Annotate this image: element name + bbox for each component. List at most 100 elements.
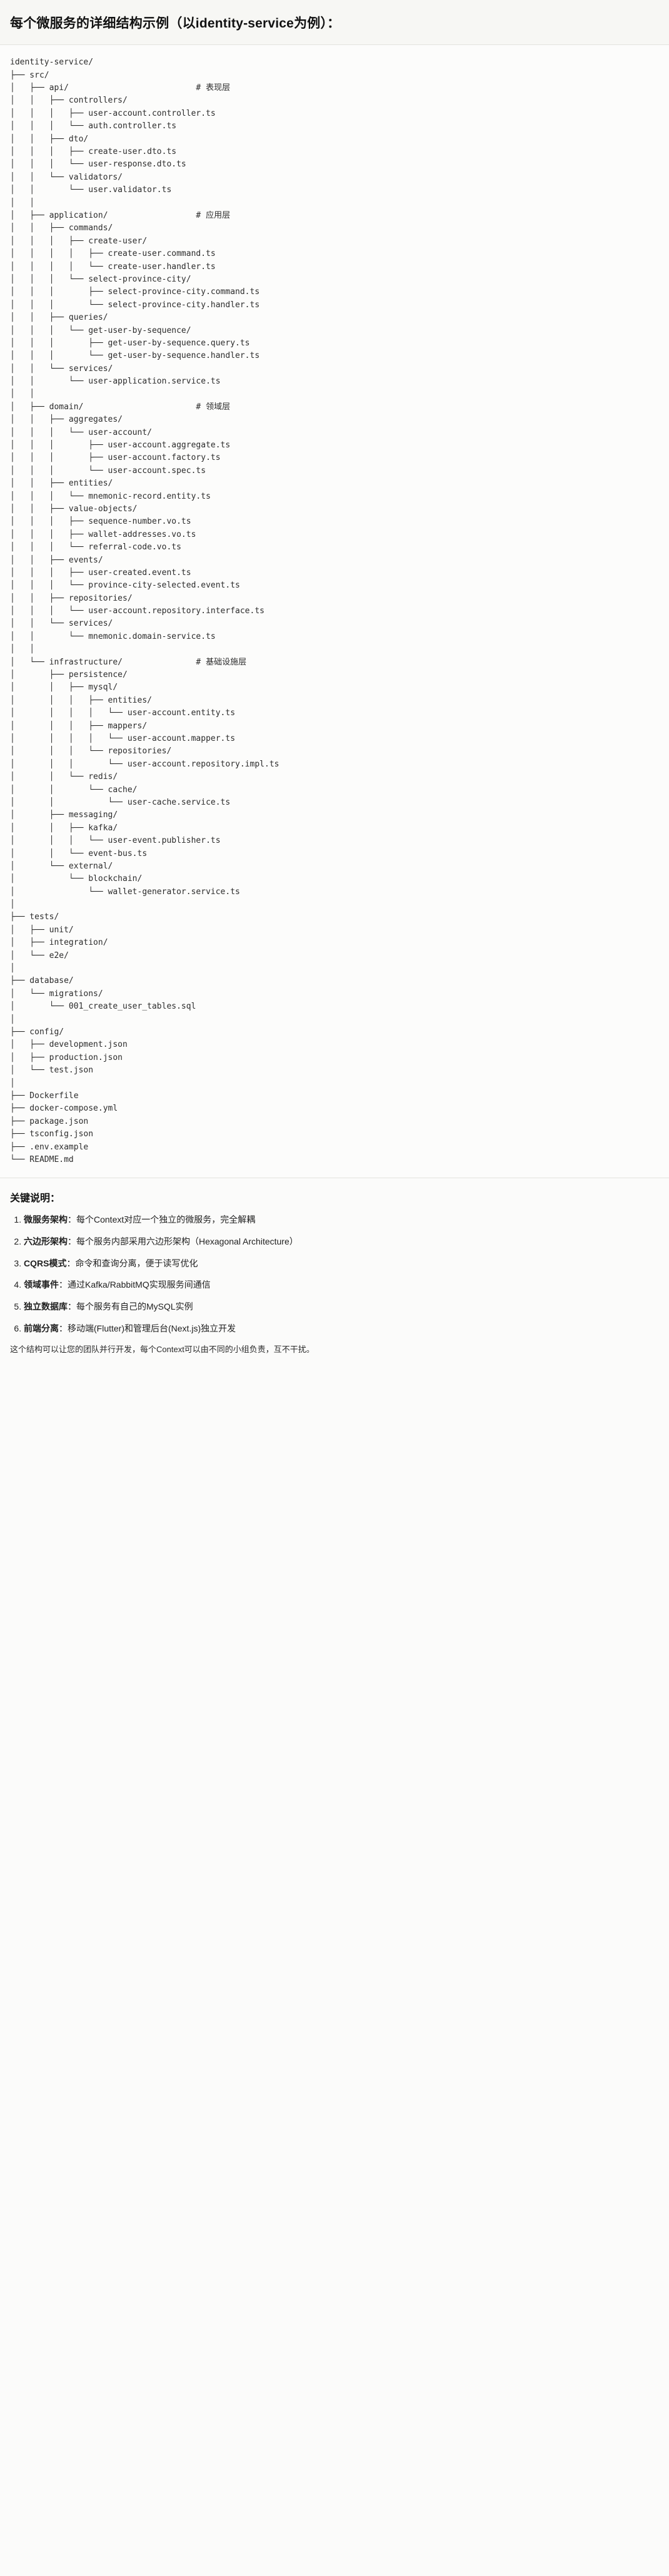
tree-line: ├── src/	[10, 70, 49, 80]
tree-line: │ ├── application/ # 应用层	[10, 210, 231, 220]
tree-line: ├── database/	[10, 976, 74, 986]
tree-line: │ │ │ └── select-province-city/	[10, 274, 191, 284]
tree-line: │ │ │ │ ├── create-user.command.ts	[10, 249, 216, 259]
tree-line: │ └── test.json	[10, 1066, 94, 1076]
tree-line: │ │ ├── commands/	[10, 223, 113, 233]
key-note-term: 领域事件	[24, 1280, 59, 1290]
key-note-description: ：通过Kafka/RabbitMQ实现服务间通信	[59, 1280, 211, 1290]
tree-line: │ │ └── cache/	[10, 785, 138, 795]
tree-line: │ ├── unit/	[10, 925, 74, 935]
tree-line: │ │ │ │ └── user-account.mapper.ts	[10, 734, 236, 743]
tree-line: │ │ ├── kafka/	[10, 823, 118, 833]
tree-line: │ └── infrastructure/ # 基础设施层	[10, 657, 247, 667]
key-note-description: ：每个服务内部采用六边形架构（Hexagonal Architecture）	[68, 1236, 298, 1246]
tree-line: │ │ │ └── repositories/	[10, 746, 172, 756]
tree-line: │	[10, 964, 15, 974]
tree-line-comment: # 表现层	[196, 83, 231, 93]
key-note-item: 前端分离：移动端(Flutter)和管理后台(Next.js)独立开发	[24, 1322, 659, 1336]
tree-line: │ │ │ │ └── create-user.handler.ts	[10, 262, 216, 272]
tree-line: ├── .env.example	[10, 1142, 89, 1152]
tree-line: │ │ └── user-application.service.ts	[10, 377, 221, 387]
tree-line: │ │ │ └── user-account/	[10, 427, 152, 437]
tree-line: │ │ ├── dto/	[10, 134, 89, 144]
tree-line: │ │	[10, 389, 35, 399]
tree-line: │ └── blockchain/	[10, 874, 143, 884]
tree-line: │ │ └── validators/	[10, 172, 123, 182]
tree-line: │ │ │ │ └── user-account.entity.ts	[10, 708, 236, 718]
key-note-description: ：命令和查询分离，便于读写优化	[66, 1258, 198, 1268]
tree-line: │ │ ├── events/	[10, 555, 103, 565]
key-notes-block: 关键说明： 微服务架构：每个Context对应一个独立的微服务，完全解耦六边形架…	[0, 1178, 669, 1371]
tree-line: │ │ │ ├── create-user.dto.ts	[10, 147, 177, 157]
tree-line-comment: # 应用层	[196, 210, 231, 220]
tree-line: │ │ ├── mysql/	[10, 683, 118, 693]
tree-line: │ │ │ └── user-account.repository.interf…	[10, 606, 264, 616]
tree-line: │ ├── development.json	[10, 1040, 128, 1050]
key-note-item: 微服务架构：每个Context对应一个独立的微服务，完全解耦	[24, 1213, 659, 1227]
page-header: 每个微服务的详细结构示例（以identity-service为例）：	[0, 0, 669, 46]
tree-line: │ │ │ ├── user-created.event.ts	[10, 568, 191, 578]
tree-line: ├── config/	[10, 1027, 64, 1037]
tree-line: │ │ │ ├── user-account.controller.ts	[10, 108, 216, 118]
tree-line: │ │ │ ├── entities/	[10, 695, 152, 705]
tree-line: ├── Dockerfile	[10, 1091, 79, 1101]
key-notes-list: 微服务架构：每个Context对应一个独立的微服务，完全解耦六边形架构：每个服务…	[10, 1213, 659, 1335]
tree-line: │ ├── messaging/	[10, 810, 118, 820]
tree-line: │ └── e2e/	[10, 950, 69, 960]
tree-line: │ │ └── user-cache.service.ts	[10, 797, 231, 807]
tree-line: │ │ │ ├── create-user/	[10, 236, 148, 246]
key-note-term: 微服务架构	[24, 1214, 68, 1225]
tree-line: │ │ └── services/	[10, 619, 113, 629]
tree-line: │ │ └── services/	[10, 364, 113, 374]
tree-line: │ │ │ └── user-account.spec.ts	[10, 466, 206, 476]
tree-line: │ │ │ ├── select-province-city.command.t…	[10, 287, 260, 297]
tree-line: │ │ ├── aggregates/	[10, 415, 123, 425]
closing-note: 这个结构可以让您的团队并行开发，每个Context可以由不同的小组负责，互不干扰…	[10, 1345, 314, 1355]
tree-line: ├── tests/	[10, 912, 59, 922]
tree-line: │ │ └── redis/	[10, 772, 118, 782]
tree-line: │ │ │ └── select-province-city.handler.t…	[10, 300, 260, 310]
tree-line: │	[10, 900, 15, 910]
tree-line: │ │ │ └── user-response.dto.ts	[10, 160, 186, 170]
key-note-term: 六边形架构	[24, 1236, 68, 1246]
tree-line: │ │ │ ├── sequence-number.vo.ts	[10, 517, 191, 527]
tree-line: │ │ └── user.validator.ts	[10, 185, 172, 195]
tree-line: │ │ │ ├── user-account.factory.ts	[10, 453, 221, 463]
tree-line: │ ├── production.json	[10, 1052, 123, 1062]
key-note-item: 六边形架构：每个服务内部采用六边形架构（Hexagonal Architectu…	[24, 1235, 659, 1249]
key-note-description: ：每个Context对应一个独立的微服务，完全解耦	[68, 1214, 256, 1225]
tree-line: │ │ └── mnemonic.domain-service.ts	[10, 631, 216, 641]
key-note-description: ：每个服务有自己的MySQL实例	[68, 1301, 193, 1312]
page-title: 每个微服务的详细结构示例（以identity-service为例）：	[10, 16, 341, 31]
key-notes-title: 关键说明：	[10, 1193, 61, 1204]
tree-line: │ └── external/	[10, 861, 113, 871]
tree-line: │ │ ├── queries/	[10, 313, 108, 323]
tree-line: │ │ │ └── user-account.repository.impl.t…	[10, 759, 279, 769]
tree-line: │ ├── persistence/	[10, 670, 128, 680]
tree-line: │ │ │ └── get-user-by-sequence.handler.t…	[10, 351, 260, 361]
key-note-description: ：移动端(Flutter)和管理后台(Next.js)独立开发	[59, 1323, 236, 1333]
tree-line: │ │	[10, 644, 35, 654]
tree-line: │ │ │ ├── mappers/	[10, 721, 148, 731]
tree-line: ├── package.json	[10, 1116, 89, 1126]
tree-line: ├── tsconfig.json	[10, 1129, 94, 1139]
directory-tree-block: identity-service/ ├── src/ │ ├── api/ # 表现…	[0, 45, 669, 1178]
tree-line: │ │ │ ├── user-account.aggregate.ts	[10, 440, 231, 451]
tree-line: │ │ └── event-bus.ts	[10, 848, 148, 858]
tree-line: identity-service/	[10, 58, 94, 68]
key-note-term: 独立数据库	[24, 1301, 68, 1312]
tree-line: └── README.md	[10, 1154, 74, 1164]
key-note-term: CQRS模式	[24, 1258, 67, 1268]
tree-line: │	[10, 1078, 15, 1088]
tree-line: │ └── 001_create_user_tables.sql	[10, 1002, 196, 1012]
directory-tree: identity-service/ ├── src/ │ ├── api/ # 表现…	[10, 56, 659, 1166]
tree-line: │ │ ├── entities/	[10, 479, 113, 489]
tree-line: │ ├── api/ # 表现层	[10, 83, 231, 93]
tree-line: │ └── wallet-generator.service.ts	[10, 887, 240, 897]
tree-line: │ │ │ └── mnemonic-record.entity.ts	[10, 491, 211, 501]
tree-line: │	[10, 1014, 15, 1024]
tree-line: │ │ ├── value-objects/	[10, 504, 138, 514]
tree-line: │ │ │ └── province-city-selected.event.t…	[10, 581, 240, 591]
key-note-term: 前端分离	[24, 1323, 59, 1333]
key-note-item: CQRS模式：命令和查询分离，便于读写优化	[24, 1257, 659, 1271]
